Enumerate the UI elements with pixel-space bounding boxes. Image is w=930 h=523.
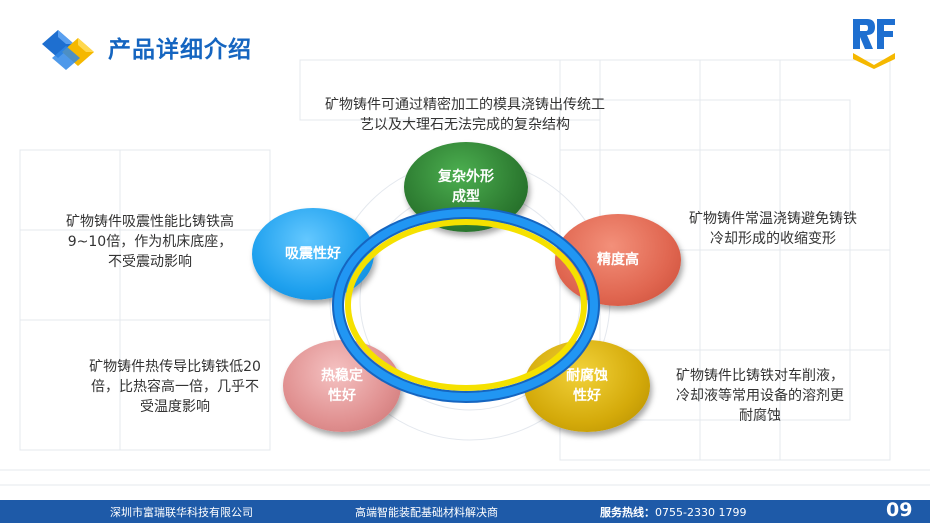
- feature-cycle-diagram: 复杂外形 成型 吸震性好 精度高 热稳定 性好 耐腐蚀 性好: [252, 142, 681, 432]
- description-right: 矿物铸件常温浇铸避免铸铁 冷却形成的收缩变形: [689, 211, 857, 247]
- node-high-precision: 精度高: [555, 214, 681, 306]
- footer-hotline-label: 服务热线：: [600, 506, 655, 519]
- diamond-cubes-icon: [42, 30, 94, 70]
- node-shock-absorption-label: 吸震性好: [285, 246, 341, 262]
- node-thermal-stability: 热稳定 性好: [283, 340, 401, 432]
- footer-bar: 深圳市富瑞联华科技有限公司 高端智能装配基础材料解决商 服务热线：0755-23…: [0, 499, 930, 523]
- description-bottom-right: 矿物铸件比铸铁对车削液， 冷却液等常用设备的溶剂更 耐腐蚀: [676, 368, 844, 424]
- page-title: 产品详细介绍: [108, 37, 252, 63]
- node-thermal-stability-label: 热稳定 性好: [321, 368, 363, 404]
- rf-logo-icon: [853, 19, 895, 69]
- footer-slogan: 高端智能装配基础材料解决商: [355, 506, 498, 519]
- description-left: 矿物铸件吸震性能比铸铁高 9~10倍，作为机床底座， 不受震动影响: [66, 214, 234, 270]
- description-top: 矿物铸件可通过精密加工的模具浇铸出传统工 艺以及大理石无法完成的复杂结构: [325, 97, 605, 133]
- node-complex-shape-label: 复杂外形 成型: [438, 169, 494, 205]
- footer-company: 深圳市富瑞联华科技有限公司: [110, 506, 253, 519]
- node-high-precision-label: 精度高: [597, 252, 639, 268]
- node-shock-absorption: 吸震性好: [252, 208, 374, 300]
- footer-hotline: 服务热线：0755-2330 1799: [600, 504, 746, 520]
- footer-hotline-number: 0755-2330 1799: [655, 506, 747, 519]
- node-complex-shape: 复杂外形 成型: [404, 142, 528, 232]
- node-corrosion-resistance-label: 耐腐蚀 性好: [566, 368, 608, 404]
- page-number: 09: [886, 499, 913, 521]
- description-bottom-left: 矿物铸件热传导比铸铁低20 倍，比热容高一倍，几乎不 受温度影响: [89, 359, 261, 415]
- node-corrosion-resistance: 耐腐蚀 性好: [524, 340, 650, 432]
